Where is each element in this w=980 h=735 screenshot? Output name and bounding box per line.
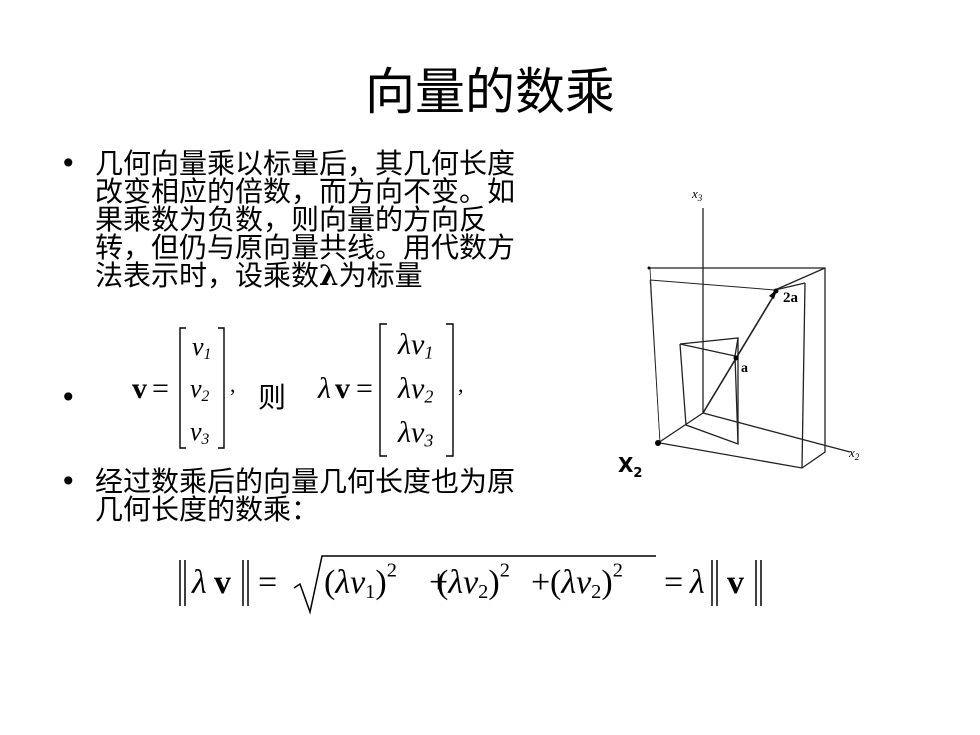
eq2-lambda-lhs: λ [192,564,207,601]
eq2-v-rhs: v [727,564,744,601]
point-a [733,355,739,361]
bullet-3-text: 经过数乘后的向量几何长度也为原几何长度的数乘： [95,465,516,526]
eq1-lhs-v: v [132,372,147,405]
eq2-term-2: (λv2)2 [437,559,510,604]
bullet-1-tail: 为标量 [338,259,423,292]
eq1-lambda-v2: λv2 [398,372,434,407]
eq1-lambda-v1: λv1 [398,328,434,363]
axis-x1 [657,412,704,444]
bullet-dot-1: • [60,147,77,180]
eq1-v2: v2 [190,374,210,405]
eq2-plus-1: + [429,564,449,601]
label-a: a [741,361,748,376]
eq1-comma-2: , [458,372,464,397]
lambda-symbol: λ [319,259,339,292]
bullet-dot-3: • [60,465,77,498]
bullet-1-text: 几何向量乘以标量后，其几何长度改变相应的倍数，而方向不变。如果乘数为负数，则向量… [95,150,530,290]
eq1-comma-1: , [230,372,236,397]
label-x2: x2 [848,445,860,462]
point-2a [773,288,779,294]
eq2-equals-1: = [258,564,278,601]
slide-title: 向量的数乘 [365,63,615,121]
point-x2-end [655,440,661,446]
bullet-1-body: 几何向量乘以标量后，其几何长度改变相应的倍数，而方向不变。如果乘数为负数，则向量… [95,147,516,292]
eq2-plus-2: + [531,564,551,601]
label-x3: x3 [691,186,703,203]
inner-box [679,337,739,445]
eq1-equals: = [152,372,169,405]
eq1-equals-2: = [356,372,373,405]
eq2-equals-2: = [664,564,684,601]
eq1-then: 则 [258,381,287,414]
label-2a: 2a [783,290,799,306]
eq2-term-1: (λv1)2 [324,559,397,604]
eq1-rhs-v: v [335,372,350,405]
eq1-lambda-v3: λv3 [398,416,434,451]
outer-box-front [650,267,826,469]
eq2-term-3: (λv2)2 [550,559,623,604]
eq2-v-lhs: v [214,564,231,601]
eq1-lambda: λ [318,372,331,405]
eq1-v1: v1 [192,332,212,363]
bullet-dot-2: • [60,381,77,414]
label-x2-handwritten: X2 [618,453,642,481]
vector-2a [702,291,777,414]
axis-x2 [702,412,851,453]
eq1-v3: v3 [190,417,210,448]
eq2-lambda-rhs: λ [690,564,705,601]
